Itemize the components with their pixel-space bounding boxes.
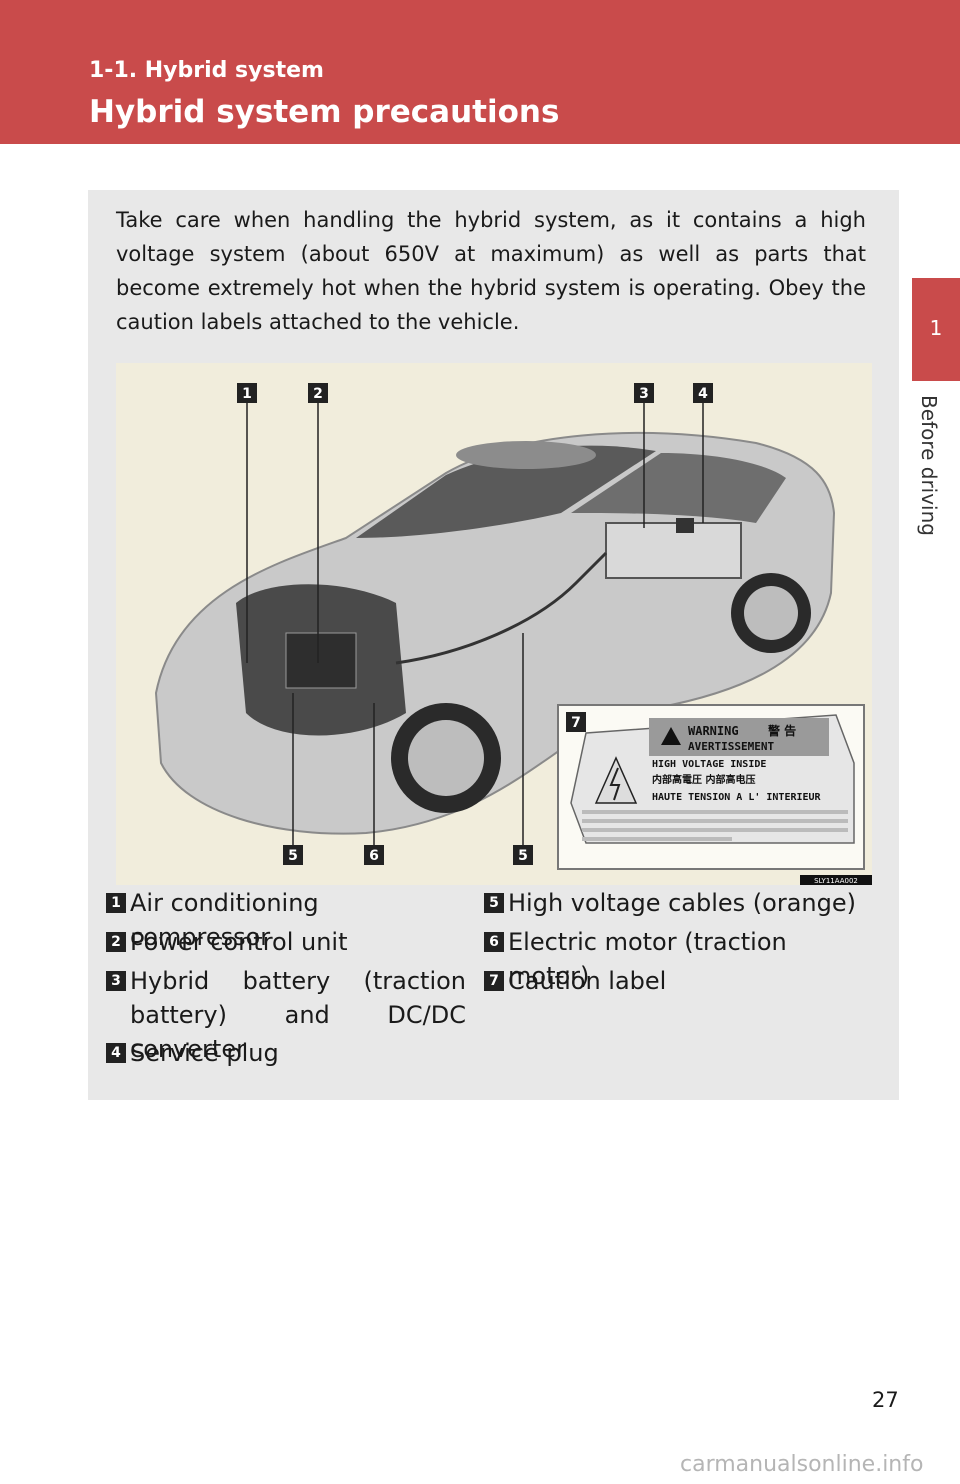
legend-text: Hybrid battery (traction battery) and DC…	[130, 967, 466, 1063]
power-control-unit	[285, 632, 357, 689]
legend-text: Caution label	[508, 967, 667, 995]
page-title: Hybrid system precautions	[89, 94, 560, 130]
legend-num: 7	[484, 971, 504, 991]
svg-text:6: 6	[369, 848, 379, 864]
svg-text:4: 4	[698, 386, 708, 402]
sunroof	[456, 441, 596, 469]
legend-num: 5	[484, 893, 504, 913]
high-voltage-icon	[594, 756, 638, 804]
side-windows	[571, 453, 786, 523]
front-wheel-rim	[408, 720, 484, 796]
svg-text:2: 2	[313, 386, 323, 402]
callout-1: 1	[237, 383, 257, 403]
windshield	[356, 445, 656, 538]
header-bar: 1-1. Hybrid system Hybrid system precaut…	[0, 0, 960, 144]
svg-text:1: 1	[242, 386, 252, 402]
figure-code: SLY11AA002	[814, 877, 858, 885]
legend-text: Power control unit	[130, 928, 348, 956]
legend-text: High voltage cables (orange)	[508, 889, 856, 917]
svg-text:内部高電圧 内部高电压: 内部高電圧 内部高电压	[652, 773, 755, 786]
legend-num: 2	[106, 932, 126, 952]
page-number: 27	[872, 1388, 899, 1412]
chapter-label: Before driving	[917, 395, 941, 536]
svg-text:5: 5	[288, 848, 298, 864]
callout-3: 3	[634, 383, 654, 403]
legend-num: 4	[106, 1043, 126, 1063]
svg-text:5: 5	[518, 848, 528, 864]
chapter-number: 1	[929, 316, 943, 340]
svg-text:HAUTE TENSION A L' INTERIEUR: HAUTE TENSION A L' INTERIEUR	[652, 792, 822, 803]
service-plug	[676, 518, 694, 533]
legend-text: Air conditioning compressor	[130, 889, 319, 951]
watermark: carmanualsonline.info	[680, 1452, 924, 1477]
svg-text:7: 7	[571, 715, 581, 731]
callout-5b: 5	[513, 845, 533, 865]
legend-num: 3	[106, 971, 126, 991]
legend-num: 6	[484, 932, 504, 952]
svg-text:WARNING: WARNING	[688, 724, 739, 738]
hybrid-battery	[605, 522, 742, 579]
legend-text: Service plug	[130, 1039, 279, 1067]
caution-label-inset: 7 WARNING 警 告 AVERTISSEMENT HIGH VOLTAGE…	[557, 704, 865, 870]
callout-5a: 5	[283, 845, 303, 865]
callout-6: 6	[364, 845, 384, 865]
legend-text: Electric motor (traction motor)	[508, 928, 787, 990]
callout-4: 4	[693, 383, 713, 403]
svg-text:3: 3	[639, 386, 649, 402]
svg-text:警 告: 警 告	[767, 723, 796, 738]
callout-7: 7	[566, 712, 586, 732]
callout-2: 2	[308, 383, 328, 403]
high-voltage-cable	[395, 551, 608, 665]
chapter-tab[interactable]: 1	[912, 278, 960, 381]
svg-text:AVERTISSEMENT: AVERTISSEMENT	[688, 740, 774, 753]
warning-triangle-icon	[661, 727, 681, 745]
legend-num: 1	[106, 893, 126, 913]
svg-text:HIGH VOLTAGE INSIDE: HIGH VOLTAGE INSIDE	[652, 759, 766, 770]
section-label: 1-1. Hybrid system	[89, 58, 324, 83]
rear-wheel-rim	[744, 586, 798, 640]
car-illustration: 1 2 3 4 5 6 5 7 WARNING 警 告 AVERTISSEMEN…	[116, 363, 872, 885]
intro-paragraph: Take care when handling the hybrid syste…	[116, 208, 866, 334]
